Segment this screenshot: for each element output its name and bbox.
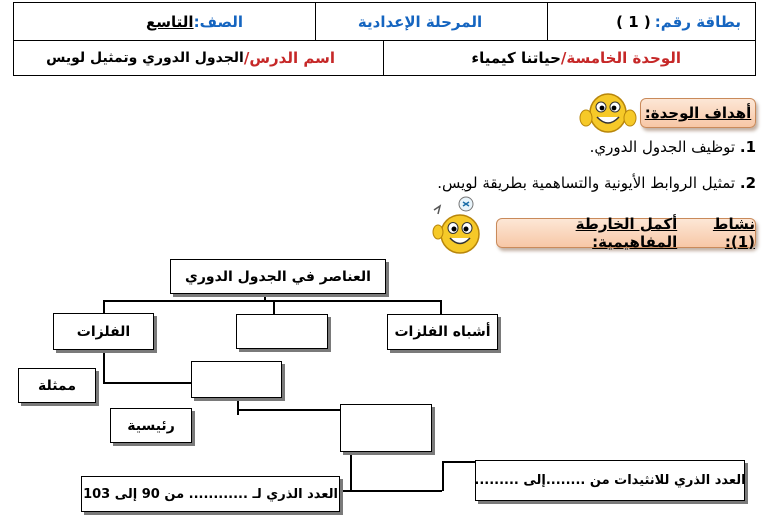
thinking-smiley-icon bbox=[432, 196, 480, 254]
connector bbox=[103, 382, 192, 384]
objectives-banner: أهداف الوحدة: bbox=[640, 98, 756, 128]
lesson-cell: اسم الدرس/ الجدول الدوري وتمثيل لويس bbox=[14, 41, 383, 75]
connector bbox=[440, 300, 442, 314]
connector bbox=[237, 398, 239, 409]
concept-root-label: العناصر في الجدول الدوري bbox=[185, 268, 371, 285]
stage-text: المرحلة الإعدادية bbox=[357, 12, 483, 31]
connector bbox=[103, 350, 105, 382]
card-number: ( 1 ) bbox=[616, 12, 651, 31]
header-col-divider-2 bbox=[547, 3, 548, 40]
concept-main-box: رئيسية bbox=[110, 408, 192, 443]
objective-item-1: 1. توظيف الجدول الدوري. bbox=[590, 138, 756, 156]
smiley-face-icon bbox=[579, 93, 637, 133]
connector bbox=[341, 490, 351, 492]
header-col-divider-1 bbox=[315, 3, 316, 40]
concept-represented-label: ممثلة bbox=[38, 377, 76, 394]
objective-text: تمثيل الروابط الأيونية والتساهمية بطريقة… bbox=[437, 174, 736, 192]
concept-lanthanides-label: العدد الذري للانثيدات من ........إلى ...… bbox=[474, 473, 746, 488]
concept-metalloids-box: أشباه الفلزات bbox=[387, 314, 498, 350]
grade-cell: الصف: التاسع bbox=[14, 3, 315, 40]
concept-blank-box-middle[interactable] bbox=[236, 314, 328, 349]
objective-number: 2. bbox=[739, 174, 756, 192]
concept-blank-box-a[interactable] bbox=[191, 361, 282, 398]
card-number-cell: بطاقة رقم: ( 1 ) bbox=[549, 3, 755, 40]
lesson-value: الجدول الدوري وتمثيل لويس bbox=[46, 50, 244, 66]
unit-cell: الوحدة الخامسة/ حياتنا كيمياء bbox=[385, 41, 755, 75]
concept-metalloids-label: أشباه الفلزات bbox=[394, 324, 491, 340]
connector bbox=[442, 461, 444, 491]
header-row-divider bbox=[14, 40, 755, 41]
connector bbox=[350, 490, 442, 492]
connector bbox=[103, 300, 105, 313]
concept-metals-box: الفلزات bbox=[53, 313, 154, 350]
concept-root-box: العناصر في الجدول الدوري bbox=[170, 259, 386, 294]
header-col-divider-3 bbox=[383, 40, 384, 75]
concept-metals-label: الفلزات bbox=[76, 323, 131, 340]
connector bbox=[442, 461, 476, 463]
connector bbox=[264, 294, 266, 300]
concept-lanthanides-box[interactable]: العدد الذري للانثيدات من ........إلى ...… bbox=[474, 460, 746, 501]
activity-title: أكمل الخارطة المفاهيمية: bbox=[575, 215, 678, 251]
objective-item-2: 2. تمثيل الروابط الأيونية والتساهمية بطر… bbox=[437, 174, 756, 192]
concept-main-label: رئيسية bbox=[127, 417, 175, 434]
header-table: بطاقة رقم: ( 1 ) المرحلة الإعدادية الصف:… bbox=[13, 2, 756, 76]
grade-value: التاسع bbox=[146, 12, 194, 31]
stage-cell: المرحلة الإعدادية bbox=[317, 3, 547, 40]
card-label: بطاقة رقم: bbox=[654, 12, 741, 31]
concept-blank-box-b[interactable] bbox=[340, 404, 432, 452]
concept-represented-box: ممثلة bbox=[18, 368, 96, 403]
connector bbox=[350, 452, 352, 490]
connector bbox=[237, 409, 341, 411]
objectives-title: أهداف الوحدة: bbox=[644, 104, 752, 122]
grade-label: الصف: bbox=[193, 12, 243, 31]
unit-label: الوحدة الخامسة/ bbox=[560, 49, 681, 67]
lesson-label: اسم الدرس/ bbox=[243, 49, 335, 67]
connector bbox=[103, 300, 441, 302]
activity-prefix: نشاط (1): bbox=[712, 215, 755, 251]
concept-atomic-range-label: العدد الذري لـ ............ من 90 إلى 10… bbox=[83, 486, 338, 502]
connector bbox=[237, 409, 239, 415]
unit-value: حياتنا كيمياء bbox=[471, 49, 561, 67]
objective-number: 1. bbox=[739, 138, 756, 156]
concept-atomic-range-box[interactable]: العدد الذري لـ ............ من 90 إلى 10… bbox=[81, 476, 340, 512]
connector bbox=[273, 300, 275, 314]
objective-text: توظيف الجدول الدوري. bbox=[589, 138, 736, 156]
activity-banner: نشاط (1): أكمل الخارطة المفاهيمية: bbox=[496, 215, 756, 251]
